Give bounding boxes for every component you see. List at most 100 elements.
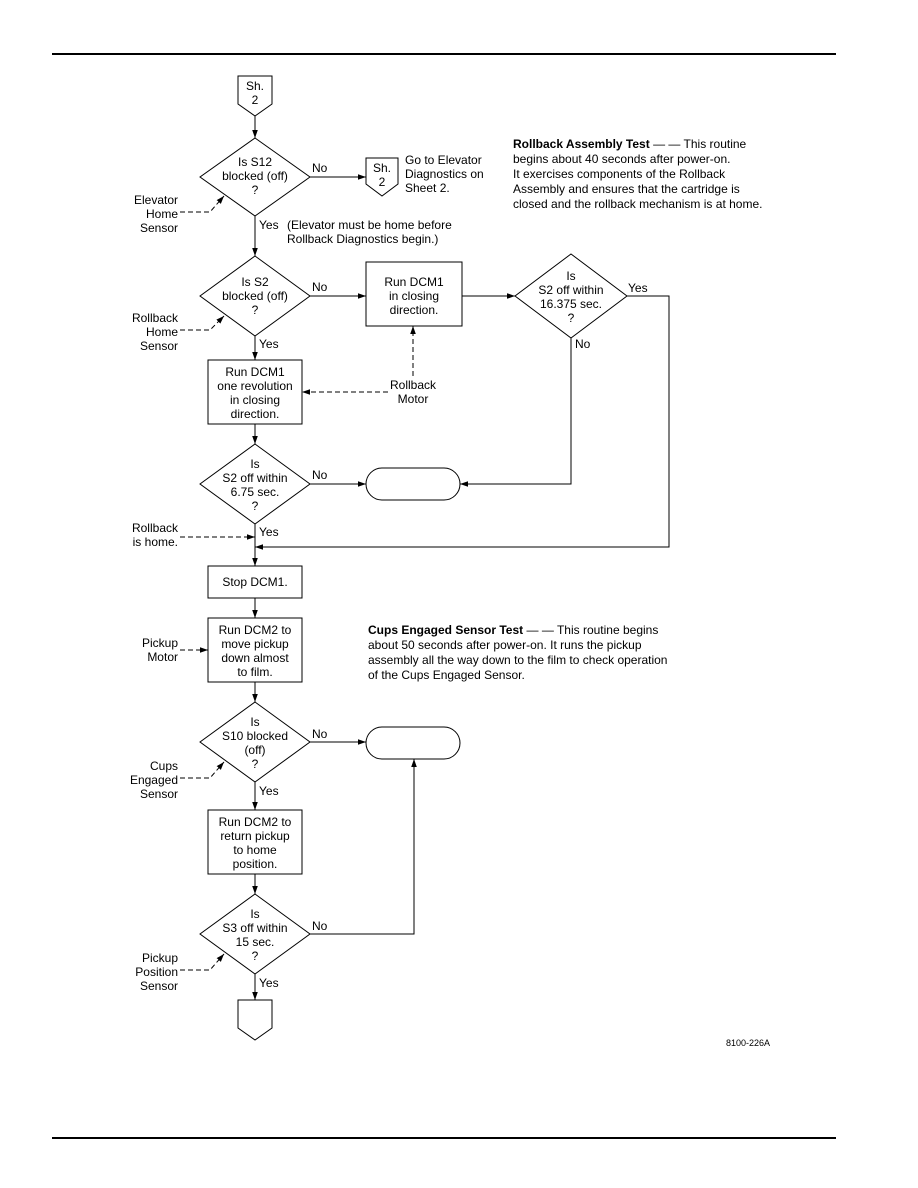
cups-engaged-sensor-3: Sensor xyxy=(140,787,178,801)
dcm1-closing-2: in closing xyxy=(389,289,439,303)
pickup-position-sensor-2: Position xyxy=(135,965,178,979)
s2-6-yes-label: Yes xyxy=(259,525,279,539)
dcm2-down-3: down almost xyxy=(221,651,289,665)
cups-test-line-4: of the Cups Engaged Sensor. xyxy=(368,668,525,682)
dcm2-down-1: Run DCM2 to xyxy=(219,623,292,637)
s3-yes-label: Yes xyxy=(259,976,279,990)
s2-6-line-2: S2 off within xyxy=(222,471,287,485)
cups-test-first-line: Cups Engaged Sensor Test — — This routin… xyxy=(368,623,658,637)
dcm1-closing-3: direction. xyxy=(390,303,439,317)
elevator-home-note-2: Rollback Diagnostics begin.) xyxy=(287,232,438,246)
dcm2-return-3: to home xyxy=(233,843,277,857)
rollback-test-line-4: Assembly and ensures that the cartridge … xyxy=(513,182,740,196)
s3-line-3: 15 sec. xyxy=(236,935,275,949)
process-stop-dcm1 xyxy=(207,565,303,599)
flow-s3-no xyxy=(310,759,417,935)
dcm1-rev-4: direction. xyxy=(231,407,280,421)
s2-16-line-3: 16.375 sec. xyxy=(540,297,602,311)
s2-yes-label: Yes xyxy=(259,337,279,351)
connector-elevator-number: 2 xyxy=(379,175,386,189)
rollback-test-line-3: It exercises components of the Rollback xyxy=(513,167,726,181)
pickup-position-sensor-3: Sensor xyxy=(140,979,178,993)
s2-16-no-label: No xyxy=(575,337,591,351)
s12-line-3: ? xyxy=(252,183,259,197)
dcm2-return-2: return pickup xyxy=(220,829,290,843)
s12-line-2: blocked (off) xyxy=(222,169,288,183)
s2-line-1: Is S2 xyxy=(241,275,269,289)
s10-line-2: S10 blocked xyxy=(222,729,288,743)
s12-line-1: Is S12 xyxy=(238,155,272,169)
rollback-test-title: Rollback Assembly Test xyxy=(513,137,650,151)
offpage-connector-bottom xyxy=(237,999,273,1041)
dcm2-down-4: to film. xyxy=(237,665,272,679)
stop-dcm1-1: Stop DCM1. xyxy=(222,575,287,589)
cups-test-first: This routine begins xyxy=(557,623,658,637)
terminal-2 xyxy=(365,726,461,760)
s2-6-no-label: No xyxy=(312,468,328,482)
cups-engaged-sensor-1: Cups xyxy=(150,759,178,773)
elevator-note-3: Sheet 2. xyxy=(405,181,450,195)
rollback-test-line-5: closed and the rollback mechanism is at … xyxy=(513,197,762,211)
rollback-motor-1: Rollback xyxy=(390,378,437,392)
elevator-note-1: Go to Elevator xyxy=(405,153,482,167)
cups-test-line-2: about 50 seconds after power-on. It runs… xyxy=(368,638,642,652)
s2-no-label: No xyxy=(312,280,328,294)
terminal-1 xyxy=(365,467,461,501)
s2-16-line-2: S2 off within xyxy=(538,283,603,297)
cups-engaged-sensor-2: Engaged xyxy=(130,773,178,787)
elevator-home-note-1: (Elevator must be home before xyxy=(287,218,452,232)
s3-no-label: No xyxy=(312,919,328,933)
s12-yes-label: Yes xyxy=(259,218,279,232)
pickup-motor-1: Pickup xyxy=(142,636,178,650)
elevator-home-sensor-2: Home xyxy=(146,207,178,221)
elevator-home-sensor-1: Elevator xyxy=(134,193,178,207)
s12-no-label: No xyxy=(312,161,328,175)
rollback-test-line-2: begins about 40 seconds after power-on. xyxy=(513,152,730,166)
offpage-connector-top xyxy=(237,75,273,117)
s10-line-1: Is xyxy=(250,715,259,729)
s2-line-2: blocked (off) xyxy=(222,289,288,303)
dcm1-rev-1: Run DCM1 xyxy=(225,365,285,379)
dcm1-closing-1: Run DCM1 xyxy=(384,275,444,289)
cups-test-line-3: assembly all the way down to the film to… xyxy=(368,653,667,667)
process-dcm1-closing xyxy=(365,261,463,327)
s3-line-1: Is xyxy=(250,907,259,921)
s2-16-line-4: ? xyxy=(568,311,575,325)
rollback-test-first-line: Rollback Assembly Test — — This routine xyxy=(513,137,747,151)
s3-line-4: ? xyxy=(252,949,259,963)
rollback-test-dash: — — xyxy=(653,137,680,151)
figure-id: 8100-226A xyxy=(726,1038,770,1048)
connector-top-label: Sh. xyxy=(246,79,264,93)
dcm2-down-2: move pickup xyxy=(221,637,289,651)
rollback-motor-2: Motor xyxy=(398,392,429,406)
s10-line-3: (off) xyxy=(244,743,265,757)
dcm1-rev-3: in closing xyxy=(230,393,280,407)
leader-elevator-home xyxy=(180,195,225,213)
cups-test-dash: — — xyxy=(526,623,553,637)
top-rule xyxy=(52,53,836,55)
rollback-home-sensor-1: Rollback xyxy=(132,311,179,325)
rollback-is-home-1: Rollback xyxy=(132,521,179,535)
s2-line-3: ? xyxy=(252,303,259,317)
rollback-is-home-2: is home. xyxy=(133,535,178,549)
connector-top-number: 2 xyxy=(252,93,259,107)
s2-6-line-3: 6.75 sec. xyxy=(231,485,280,499)
dcm2-return-4: position. xyxy=(233,857,278,871)
cups-test-title: Cups Engaged Sensor Test xyxy=(368,623,523,637)
flow-s2-16-yes xyxy=(255,295,670,550)
offpage-connector-elevator xyxy=(365,157,399,197)
bottom-rule xyxy=(52,1137,836,1139)
rollback-home-sensor-2: Home xyxy=(146,325,178,339)
s2-16-yes-label: Yes xyxy=(628,281,648,295)
rollback-home-sensor-3: Sensor xyxy=(140,339,178,353)
pickup-position-sensor-1: Pickup xyxy=(142,951,178,965)
rollback-test-first: This routine xyxy=(684,137,747,151)
elevator-note-2: Diagnostics on xyxy=(405,167,484,181)
s3-line-2: S3 off within xyxy=(222,921,287,935)
s2-6-line-1: Is xyxy=(250,457,259,471)
s2-16-line-1: Is xyxy=(566,269,575,283)
s10-yes-label: Yes xyxy=(259,784,279,798)
leader-rollback-home xyxy=(180,315,225,331)
s2-6-line-4: ? xyxy=(252,499,259,513)
